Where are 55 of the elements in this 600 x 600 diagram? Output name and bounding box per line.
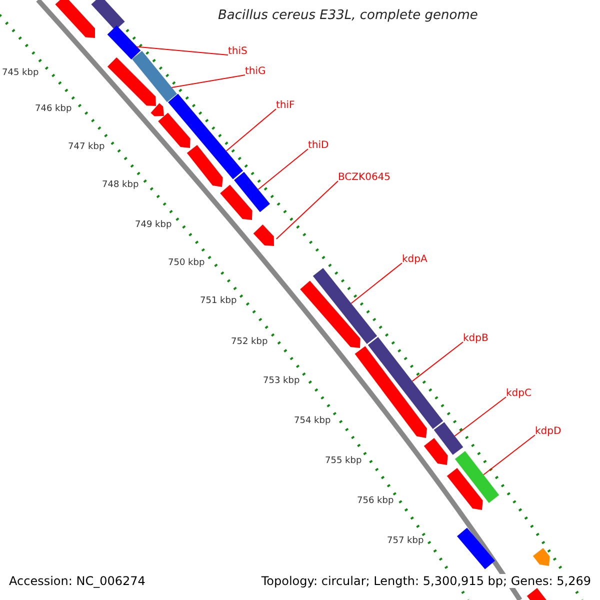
gene-feature: [532, 548, 550, 566]
gene-feature: [186, 145, 223, 187]
leader-line: [454, 396, 506, 436]
tick-label: 749 kbp: [135, 220, 172, 230]
leader-line: [258, 148, 308, 190]
tick-label: 755 kbp: [325, 456, 362, 466]
tick-label: 753 kbp: [263, 376, 300, 386]
gene-label: BCZK0645: [338, 172, 391, 183]
leader-line: [276, 180, 338, 240]
tick-label: 754 kbp: [294, 416, 331, 426]
leader-line: [483, 434, 536, 476]
gene-label: kdpD: [535, 426, 562, 437]
tick-label: 746 kbp: [35, 104, 72, 114]
gene-bar: [91, 0, 125, 30]
gene-label: thiF: [276, 100, 295, 111]
gene-feature: [300, 280, 360, 348]
gene-feature: [446, 468, 483, 510]
gene-label: thiG: [245, 66, 266, 77]
gene-bar: [454, 451, 500, 503]
gene-label: kdpB: [463, 333, 488, 344]
tick-label: 756 kbp: [357, 496, 394, 506]
leader-line: [226, 108, 276, 152]
tick-label: 751 kbp: [200, 296, 237, 306]
gene-feature: [354, 346, 427, 438]
leader-line: [350, 262, 402, 304]
leader-line: [171, 74, 246, 88]
gene-label: thiD: [308, 140, 329, 151]
leader-line: [136, 46, 228, 56]
tick-label: 750 kbp: [168, 258, 205, 268]
tick-label: 757 kbp: [387, 536, 424, 546]
gene-feature: [220, 184, 252, 220]
genome-stats-text: Topology: circular; Length: 5,300,915 bp; Genes: 5,269: [261, 574, 591, 588]
gene-label: thiS: [228, 46, 248, 57]
gene-bar: [234, 172, 270, 212]
leader-line: [412, 342, 464, 382]
gene-bar: [368, 337, 444, 429]
accession-text: Accession: NC_006274: [9, 574, 146, 588]
gene-feature: [158, 112, 190, 148]
gene-feature: [253, 224, 274, 246]
gene-label: kdpA: [402, 254, 428, 265]
tick-label: 747 kbp: [68, 142, 105, 152]
gene-bar: [132, 50, 177, 102]
tick-label: 748 kbp: [102, 180, 139, 190]
gene-feature: [424, 438, 448, 465]
gene-bar: [168, 94, 243, 180]
gene-bar: [434, 422, 464, 455]
gene-feature: [107, 57, 156, 106]
map-title: Bacillus cereus E33L, complete genome: [218, 8, 478, 23]
gene-feature: [55, 0, 95, 38]
gene-bar: [457, 528, 495, 570]
tick-label: 745 kbp: [2, 68, 39, 78]
gene-label: kdpC: [506, 388, 532, 399]
tick-label: 752 kbp: [231, 337, 268, 347]
gene-bar: [312, 268, 378, 344]
gene-bar: [107, 26, 141, 60]
